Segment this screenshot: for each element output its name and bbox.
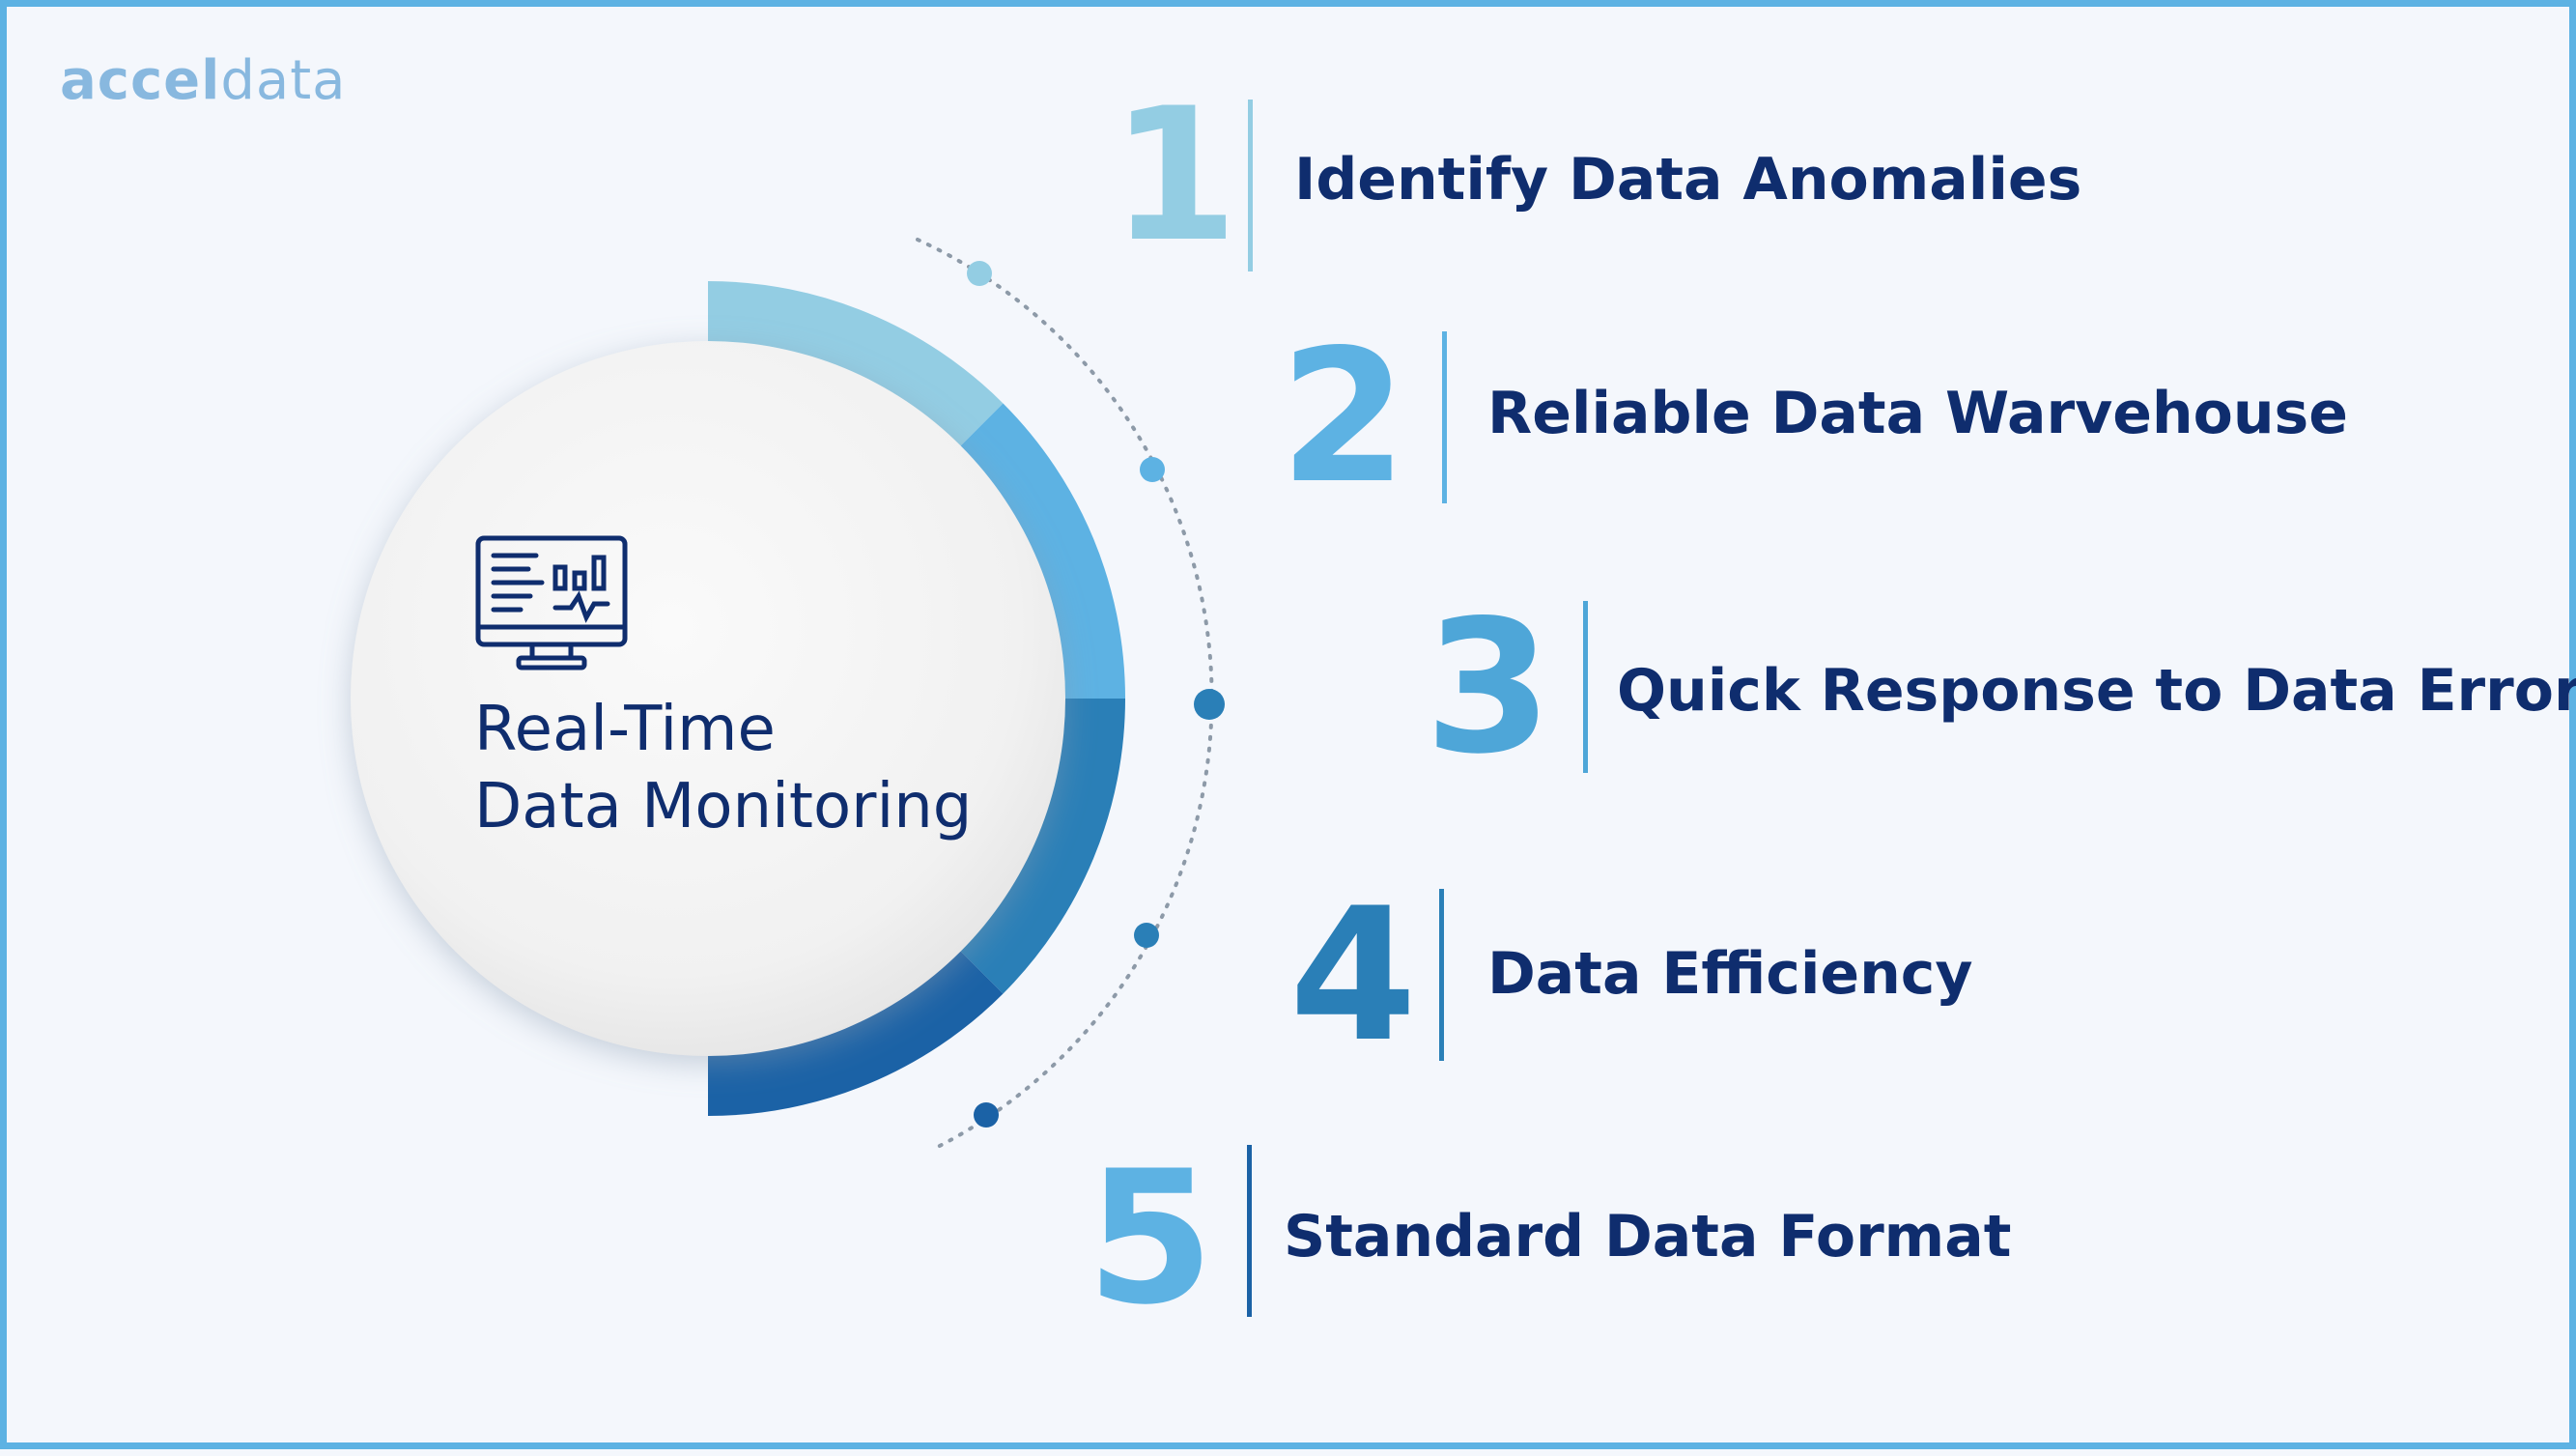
arc-segment-4 xyxy=(708,948,1004,1116)
center-disc xyxy=(351,341,1065,1056)
central-diagram xyxy=(351,238,1225,1152)
step-number-4: 4 xyxy=(1288,869,1417,1082)
step-number-3: 3 xyxy=(1424,581,1552,794)
monitor-dashboard-icon xyxy=(475,535,628,671)
logo-text-accel: accel xyxy=(60,49,221,112)
arc-marker-1 xyxy=(967,261,992,286)
step-divider-1 xyxy=(1248,100,1253,271)
step-number-2: 2 xyxy=(1279,310,1407,524)
center-title-line-1: Real-Time xyxy=(474,694,776,765)
step-label-2: Reliable Data Warvehouse xyxy=(1487,380,2348,447)
center-title-line-2: Data Monitoring xyxy=(474,771,973,842)
step-number-5: 5 xyxy=(1086,1131,1214,1345)
arc-marker-4 xyxy=(1134,923,1159,948)
step-label-4: Data Efficiency xyxy=(1487,940,1973,1008)
step-divider-5 xyxy=(1247,1145,1252,1317)
step-divider-3 xyxy=(1583,601,1588,773)
step-label-5: Standard Data Format xyxy=(1284,1203,2012,1270)
center-title: Real-Time Data Monitoring xyxy=(474,691,972,845)
arc-segment-2 xyxy=(957,403,1125,699)
logo-text-data: data xyxy=(220,49,347,112)
step-label-3: Quick Response to Data Errors xyxy=(1617,657,2576,725)
arc-marker-3 xyxy=(1194,689,1225,720)
arc-marker-2 xyxy=(1140,457,1165,482)
step-number-1: 1 xyxy=(1110,69,1238,282)
arc-marker-5 xyxy=(974,1102,999,1128)
arc-segment-1 xyxy=(708,281,1004,449)
arc-segment-3 xyxy=(957,699,1125,994)
brand-logo: acceldata xyxy=(60,49,347,112)
step-label-1: Identify Data Anomalies xyxy=(1294,146,2082,214)
step-divider-2 xyxy=(1442,331,1447,503)
step-divider-4 xyxy=(1439,889,1444,1061)
